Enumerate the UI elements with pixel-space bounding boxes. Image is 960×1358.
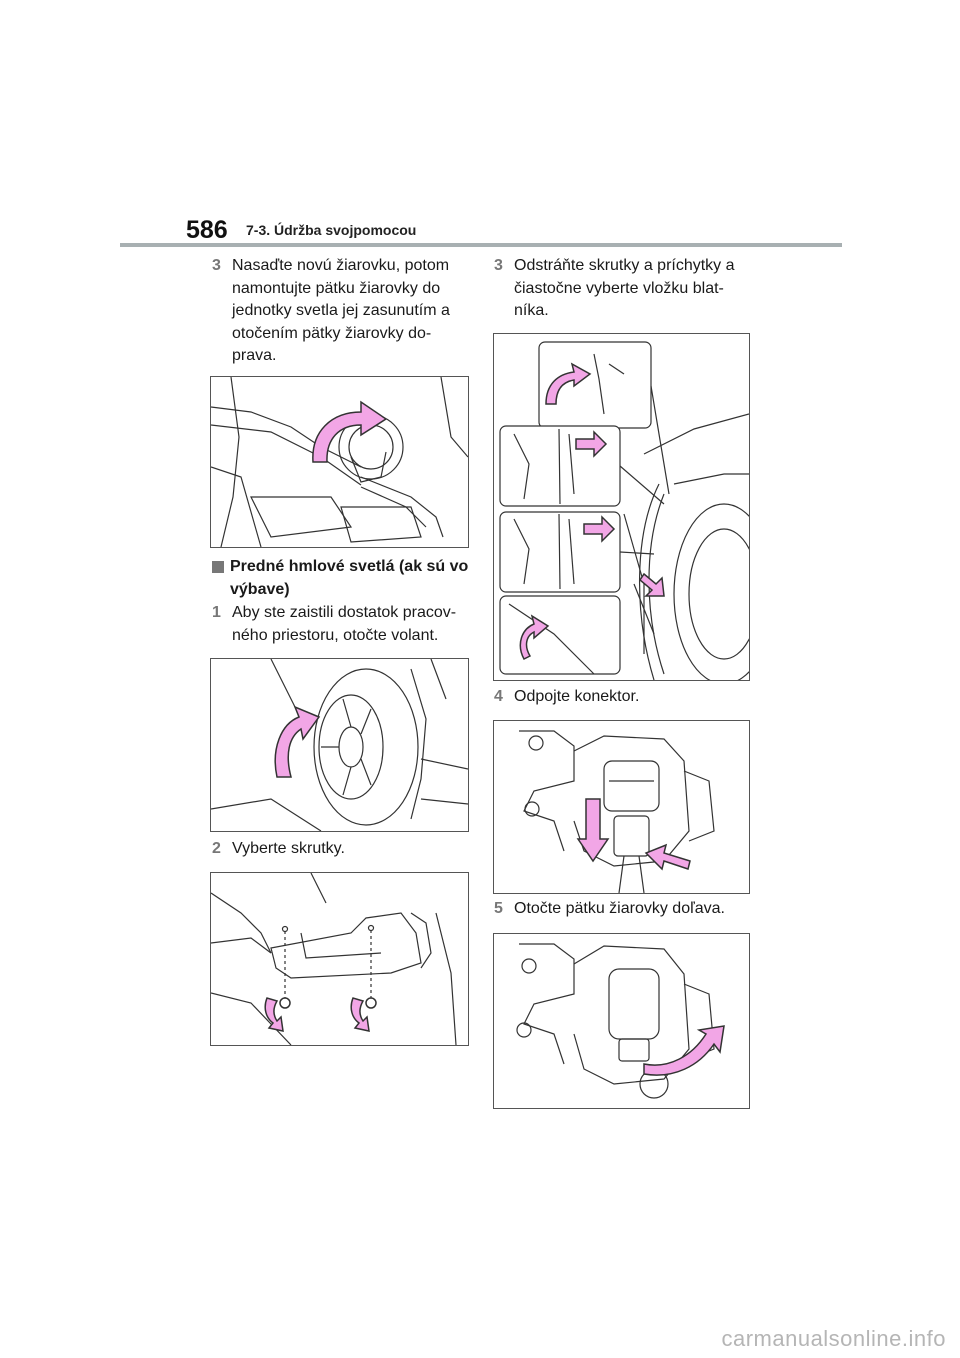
bulb-base-illustration xyxy=(516,943,725,1099)
figure-turn-steering-wheel xyxy=(210,658,469,832)
step-text: Nasaďte novú žiarovku, potom namontujte … xyxy=(232,257,450,364)
figure-rotate-bulb-base xyxy=(493,933,750,1109)
wheel-illustration xyxy=(211,659,468,831)
watermark: carmanualsonline.info xyxy=(721,1326,946,1351)
rotate-arrow xyxy=(519,614,550,660)
header-rule xyxy=(120,243,842,247)
fender-liner-illustration xyxy=(499,341,749,680)
step-text: Odstráňte skrutky a príchytky a čiastočn… xyxy=(514,257,735,319)
rotate-arrow xyxy=(643,1025,725,1076)
step-number: 2 xyxy=(212,840,221,857)
step-number: 5 xyxy=(494,900,503,917)
step-3-left: 3 Nasaďte novú žiarovku, potom namontujt… xyxy=(212,255,470,368)
step-text: Otočte pätku žiarovky doľava. xyxy=(514,900,725,917)
screw-icon xyxy=(365,997,377,1009)
screws-illustration xyxy=(211,873,457,1045)
step-number: 3 xyxy=(212,257,221,274)
connector-illustration xyxy=(519,730,715,893)
step-4-right: 4 Odpojte konektor. xyxy=(494,686,754,709)
down-arrow xyxy=(264,997,284,1032)
push-arrow xyxy=(583,515,616,543)
figure-headlight-bulb-install xyxy=(210,376,469,548)
rotate-arrow xyxy=(274,705,321,778)
heading-bullet xyxy=(212,561,224,573)
page-number: 586 xyxy=(186,216,228,244)
step-2-left: 2 Vyberte skrutky. xyxy=(212,838,470,861)
headlight-bulb-illustration xyxy=(211,377,468,547)
down-arrow xyxy=(576,798,610,863)
step-number: 4 xyxy=(494,688,503,705)
step-number: 1 xyxy=(212,604,221,621)
figure-disconnect-connector xyxy=(493,720,750,894)
rotate-arrow xyxy=(312,400,388,463)
rotate-arrow xyxy=(545,362,592,405)
section-heading-fog-lights: Predné hmlové svetlá (ak sú vo výbave) xyxy=(212,556,470,601)
down-arrow xyxy=(350,997,370,1032)
step-text: Odpojte konektor. xyxy=(514,688,640,705)
step-5-right: 5 Otočte pätku žiarovky doľava. xyxy=(494,898,754,921)
step-3-right: 3 Odstráňte skrutky a príchytky a čiasto… xyxy=(494,255,754,323)
figure-remove-screws xyxy=(210,872,469,1046)
step-number: 3 xyxy=(494,257,503,274)
push-arrow xyxy=(644,843,691,871)
figure-remove-fender-liner xyxy=(493,333,750,681)
screw-icon xyxy=(279,997,291,1009)
section-title: 7-3. Údržba svojpomocou xyxy=(246,222,417,238)
step-text: Aby ste zaistili dostatok pracov-ného pr… xyxy=(232,604,457,644)
step-1-left: 1 Aby ste zaistili dostatok pracov-ného … xyxy=(212,602,470,647)
step-text: Vyberte skrutky. xyxy=(232,840,345,857)
push-arrow xyxy=(575,430,608,458)
pull-arrow xyxy=(639,572,665,597)
